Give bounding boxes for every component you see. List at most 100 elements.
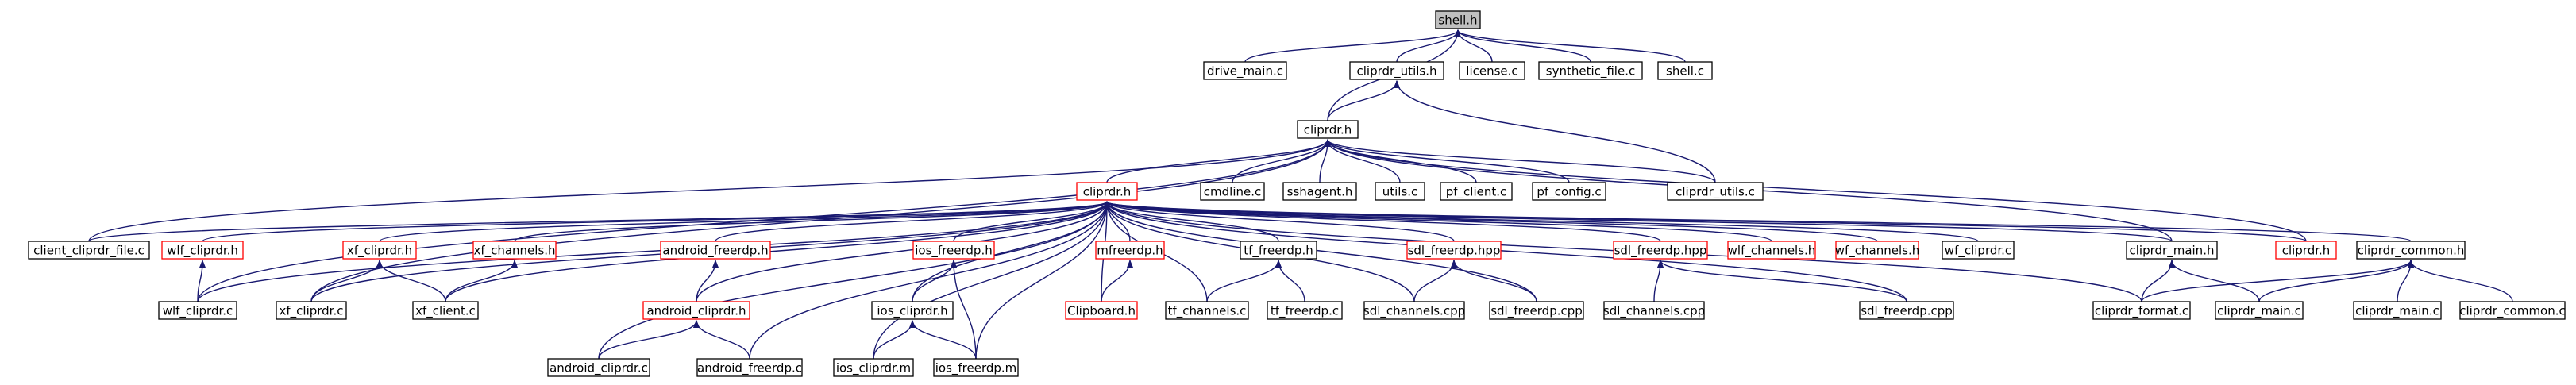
node-box [660, 241, 771, 260]
node-shell-c[interactable]: shell.c [1657, 61, 1713, 80]
node-android-freerdp-h[interactable]: android_freerdp.h [660, 241, 771, 260]
node-shell-h[interactable]: shell.h [1435, 10, 1481, 29]
node-label: wf_cliprdr.c [1945, 244, 2011, 259]
node-pf-config-c[interactable]: pf_config.c [1532, 182, 1606, 201]
node-label: cliprdr.h [1083, 185, 1132, 199]
edge-xf_client_c-to-cliprdr_h_red [445, 201, 1110, 302]
node-android-cliprdr-h[interactable]: android_cliprdr.h [642, 301, 750, 320]
edge-xf_client_c-to-xf_cliprdr_h [376, 260, 446, 302]
node-cmdline-c[interactable]: cmdline.c [1200, 182, 1265, 201]
node-label: mfreerdp.h [1097, 244, 1163, 258]
node-cliprdr-main-c-2[interactable]: cliprdr_main.c [2353, 301, 2442, 320]
node-box [1657, 61, 1713, 80]
node-sdl-channels-cpp-2[interactable]: sdl_channels.cpp [1603, 301, 1705, 320]
node-wlf-cliprdr-c[interactable]: wlf_cliprdr.c [158, 301, 237, 320]
node-box [1406, 241, 1502, 260]
node-box [1603, 301, 1705, 320]
edge-sdl_freerdp_hpp_1-to-cliprdr_h_red [1104, 201, 1455, 242]
node-cliprdr-h-mid[interactable]: cliprdr.h [1297, 120, 1359, 139]
node-ios-cliprdr-h[interactable]: ios_cliprdr.h [871, 301, 954, 320]
node-cliprdr-utils-h[interactable]: cliprdr_utils.h [1349, 61, 1444, 80]
node-label: pf_config.c [1537, 185, 1601, 200]
node-cliprdr-common-c[interactable]: cliprdr_common.c [2459, 301, 2566, 320]
node-pf-client-c[interactable]: pf_client.c [1440, 182, 1513, 201]
node-sshagent-h[interactable]: sshagent.h [1282, 182, 1357, 201]
node-cliprdr-h-red[interactable]: cliprdr.h [1076, 182, 1138, 201]
node-label: sdl_freerdp.hpp [1614, 244, 1707, 259]
node-box [1440, 182, 1513, 201]
node-license-c[interactable]: license.c [1459, 61, 1525, 80]
node-label: sdl_freerdp.hpp [1408, 244, 1501, 259]
node-ios-freerdp-m[interactable]: ios_freerdp.m [933, 358, 1019, 377]
node-sdl-freerdp-hpp-1[interactable]: sdl_freerdp.hpp [1406, 241, 1502, 260]
node-drive-main-c[interactable]: drive_main.c [1203, 61, 1287, 80]
node-tf-channels-c[interactable]: tf_channels.c [1165, 301, 1249, 320]
node-label: client_cliprdr_file.c [33, 244, 145, 259]
node-client-cliprdr-file-c[interactable]: client_cliprdr_file.c [28, 241, 150, 260]
node-cliprdr-main-c-1[interactable]: cliprdr_main.c [2215, 301, 2304, 320]
node-ios-cliprdr-m[interactable]: ios_cliprdr.m [833, 358, 914, 377]
node-wf-cliprdr-c[interactable]: wf_cliprdr.c [1942, 241, 2015, 260]
edge-sdl_freerdp_cpp_1-to-cliprdr_h_red [1104, 201, 1537, 302]
node-sdl-freerdp-hpp-2[interactable]: sdl_freerdp.hpp [1613, 241, 1708, 260]
node-label: android_freerdp.c [697, 361, 802, 376]
node-xf-client-c[interactable]: xf_client.c [412, 301, 479, 320]
node-android-cliprdr-c[interactable]: android_cliprdr.c [547, 358, 650, 377]
node-mfreerdp-h[interactable]: mfreerdp.h [1095, 241, 1165, 260]
edge-cliprdr_format_c-to-cliprdr_common_h [2141, 260, 2414, 302]
node-wlf-cliprdr-h[interactable]: wlf_cliprdr.h [161, 241, 244, 260]
edge-cliprdr_main_c_1-to-cliprdr_common_h [2258, 260, 2414, 302]
node-box [412, 301, 479, 320]
node-label: cliprdr_utils.h [1356, 64, 1436, 79]
edge-layer [88, 29, 2513, 360]
node-clipboard-h[interactable]: Clipboard.h [1065, 301, 1138, 320]
node-tf-freerdp-c[interactable]: tf_freerdp.c [1267, 301, 1343, 320]
node-cliprdr-common-h[interactable]: cliprdr_common.h [2356, 241, 2466, 260]
edge-wlf_channels_h-to-cliprdr_h_red [1104, 201, 1772, 242]
edge-android_freerdp_c-to-cliprdr_h_red [749, 201, 1110, 360]
node-label: xf_channels.h [473, 244, 555, 259]
edge-xf_cliprdr_c-to-xf_cliprdr_h [310, 260, 383, 302]
node-label: cliprdr_format.c [2095, 304, 2188, 319]
edge-android_cliprdr_c-to-cliprdr_h_red [598, 201, 1110, 360]
node-ios-freerdp-h[interactable]: ios_freerdp.h [912, 241, 995, 260]
node-label: cmdline.c [1204, 185, 1261, 199]
node-sdl-freerdp-cpp-2[interactable]: sdl_freerdp.cpp [1859, 301, 1954, 320]
node-label: android_cliprdr.c [550, 361, 648, 376]
node-label: wlf_cliprdr.c [163, 304, 233, 319]
node-cliprdr-utils-c[interactable]: cliprdr_utils.c [1667, 182, 1764, 201]
node-cliprdr-h-red2[interactable]: cliprdr.h [2275, 241, 2337, 260]
node-utils-c[interactable]: utils.c [1375, 182, 1425, 201]
node-label: cliprdr_main.h [2130, 244, 2215, 259]
edge-sdl_freerdp_cpp_2-to-cliprdr_h_red [1104, 201, 1907, 302]
node-label: cliprdr.h [1304, 123, 1352, 137]
node-label: android_freerdp.h [662, 244, 768, 259]
edge-wlf_cliprdr_h-to-cliprdr_h_red [202, 201, 1110, 242]
node-box [1165, 301, 1249, 320]
edge-sdl_channels_cpp_1-to-sdl_freerdp_hpp_1 [1413, 260, 1457, 302]
node-wf-channels-h[interactable]: wf_channels.h [1835, 241, 1920, 260]
edge-drive_main_c-to-shell_h [1244, 29, 1461, 63]
node-xf-cliprdr-c[interactable]: xf_cliprdr.c [276, 301, 347, 320]
edge-wlf_cliprdr_c-to-wlf_cliprdr_h [197, 260, 206, 302]
node-cliprdr-format-c[interactable]: cliprdr_format.c [2092, 301, 2191, 320]
node-wlf-channels-h[interactable]: wlf_channels.h [1727, 241, 1816, 260]
edge-xf_cliprdr_h-to-cliprdr_h_red [379, 201, 1110, 242]
node-box [1200, 182, 1265, 201]
node-box [1667, 182, 1764, 201]
edge-shell_c-to-shell_h [1455, 29, 1686, 63]
node-cliprdr-main-h[interactable]: cliprdr_main.h [2126, 241, 2218, 260]
edge-ios_cliprdr_m-to-cliprdr_h_red [873, 201, 1110, 360]
node-sdl-freerdp-cpp-1[interactable]: sdl_freerdp.cpp [1489, 301, 1584, 320]
node-android-freerdp-c[interactable]: android_freerdp.c [696, 358, 803, 377]
node-box [1459, 61, 1525, 80]
node-label: shell.h [1438, 13, 1477, 28]
edge-ios_cliprdr_h-to-cliprdr_h_red [912, 201, 1110, 302]
node-box [1240, 241, 1317, 260]
node-sdl-channels-cpp-1[interactable]: sdl_channels.cpp [1363, 301, 1465, 320]
node-tf-freerdp-h[interactable]: tf_freerdp.h [1240, 241, 1317, 260]
node-xf-channels-h[interactable]: xf_channels.h [472, 241, 557, 260]
node-label: sdl_freerdp.cpp [1490, 304, 1583, 319]
node-xf-cliprdr-h[interactable]: xf_cliprdr.h [342, 241, 417, 260]
node-synthetic-file-c[interactable]: synthetic_file.c [1538, 61, 1643, 80]
